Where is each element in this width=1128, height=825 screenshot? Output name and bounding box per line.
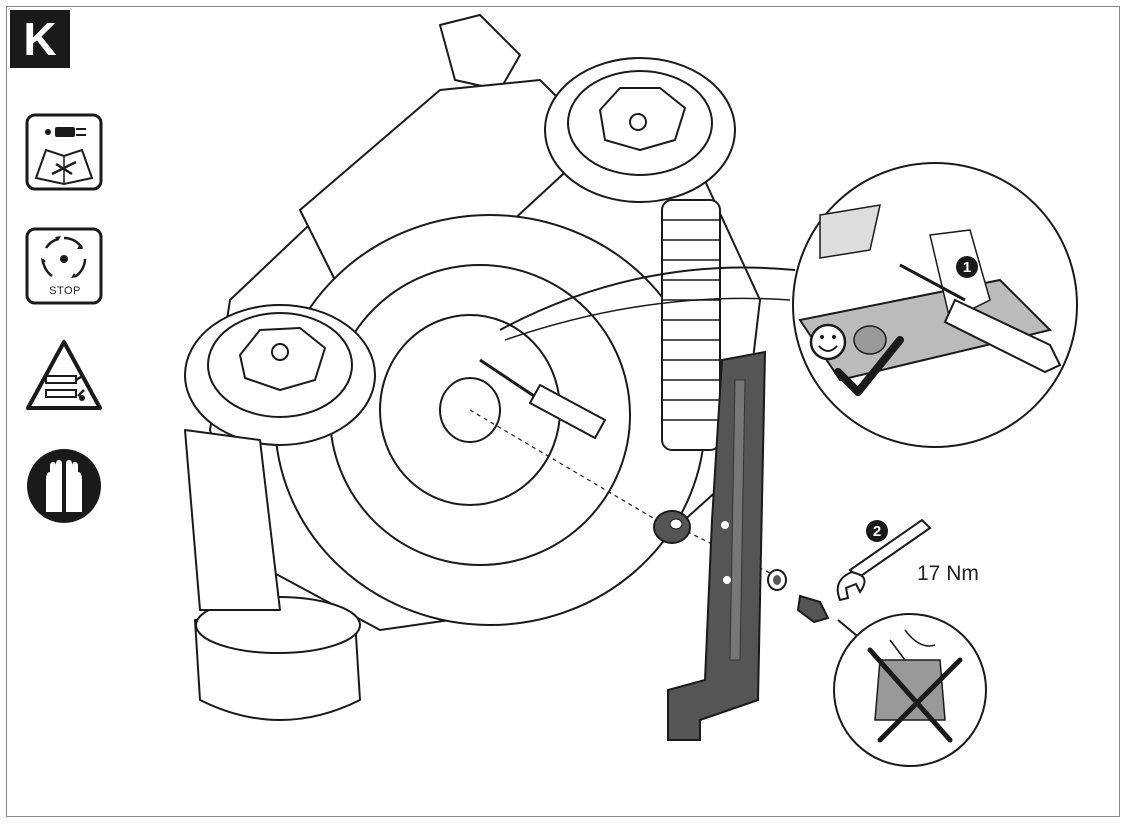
manual-icon xyxy=(25,113,103,191)
smiley-icon xyxy=(809,323,847,361)
handle-knob xyxy=(439,14,521,91)
step-1-badge: 1 xyxy=(956,256,978,278)
step-letter-badge: K xyxy=(10,10,70,68)
torque-label: 17 Nm xyxy=(917,562,979,585)
blade-bolt xyxy=(796,594,830,624)
detail-screwdriver xyxy=(943,298,1062,374)
page-frame xyxy=(6,6,1120,817)
screwdriver xyxy=(529,384,606,439)
check-icon xyxy=(834,336,904,396)
gloves-icon xyxy=(27,449,101,523)
height-column xyxy=(661,199,721,451)
step-2-badge: 2 xyxy=(866,520,888,542)
sharp-blade-warning-icon xyxy=(26,340,102,410)
stop-label: STOP xyxy=(49,285,81,297)
stop-blade-icon xyxy=(25,227,103,305)
cross-icon xyxy=(867,647,963,743)
wrench xyxy=(848,518,932,580)
